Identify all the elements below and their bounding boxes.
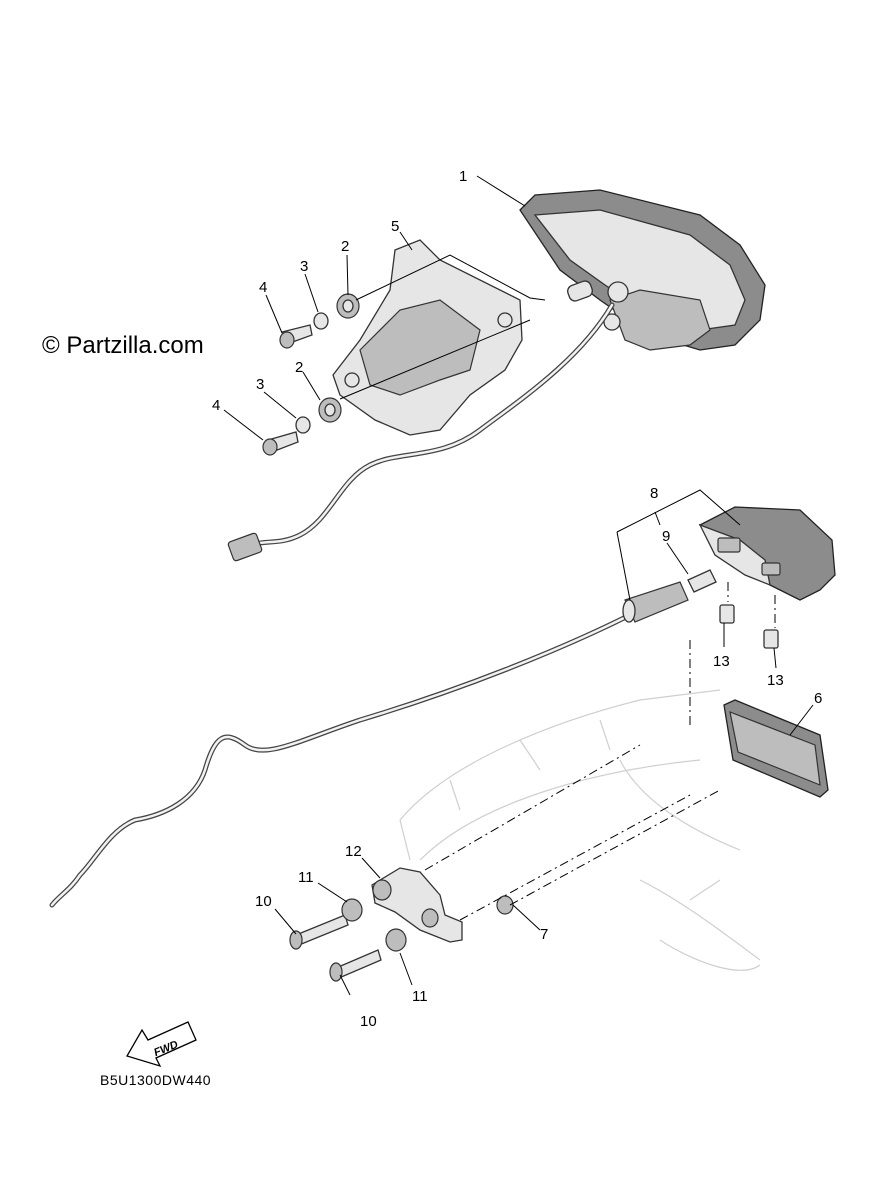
callout-2-lower: 2: [295, 359, 303, 376]
fwd-arrow-icon: FWD: [126, 1021, 197, 1068]
callout-3-lower: 3: [256, 376, 264, 393]
callout-1: 1: [459, 168, 467, 185]
callout-5: 5: [391, 218, 399, 235]
callout-11-lower: 11: [412, 988, 428, 1005]
callout-10-upper: 10: [255, 893, 272, 910]
tail-light-wire: [227, 302, 615, 562]
hardware-lower: [289, 898, 407, 982]
callout-labels: 1 2 2 3 3 4 4 5 6 7 8 9 10 10 11 11 12 1…: [212, 168, 822, 1030]
reflector-plate: [723, 699, 829, 798]
callout-4-lower: 4: [212, 397, 220, 414]
callout-12: 12: [345, 843, 362, 860]
license-light-assembly: [698, 506, 836, 601]
reflector-bracket: [371, 867, 463, 943]
tail-light-bracket: [332, 239, 523, 436]
clip-nuts: [719, 604, 779, 649]
diagram-code: B5U1300DW440: [100, 1072, 212, 1088]
callout-7: 7: [540, 926, 548, 943]
frame-outline-ghost: [399, 689, 761, 971]
assembly-lines: [424, 582, 776, 921]
tail-light-assembly: [519, 189, 766, 351]
callout-6: 6: [814, 690, 822, 707]
callout-10-lower: 10: [360, 1013, 377, 1030]
callout-2-upper: 2: [341, 238, 349, 255]
bulb-socket: [687, 569, 717, 593]
hardware-upper: [262, 293, 360, 456]
callout-9: 9: [662, 528, 670, 545]
callout-3-upper: 3: [300, 258, 308, 275]
callout-11-upper: 11: [298, 869, 314, 886]
leader-lines: [223, 175, 814, 996]
watermark-text: © Partzilla.com: [42, 332, 204, 359]
license-light-wire: [49, 581, 689, 908]
callout-4-upper: 4: [259, 279, 267, 296]
callout-8: 8: [650, 485, 658, 502]
callout-13-left: 13: [713, 653, 730, 670]
callout-13-right: 13: [767, 672, 784, 689]
